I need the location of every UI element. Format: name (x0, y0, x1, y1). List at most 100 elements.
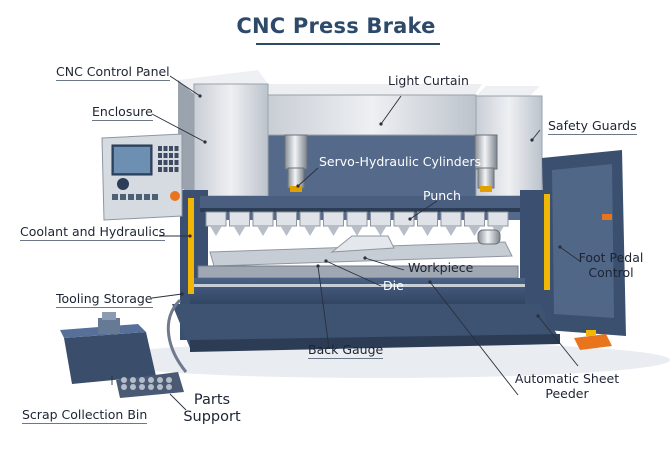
keypad-key (158, 153, 162, 158)
punch-tip (327, 226, 340, 236)
label-parts-support-line1: Parts (193, 392, 231, 408)
punch-segment (346, 211, 368, 227)
label-parts-support: Parts Support (180, 392, 244, 426)
label-light-curtain: Light Curtain (388, 73, 469, 88)
machine-base-shadow (190, 334, 560, 352)
keypad-key (120, 194, 126, 200)
punch-segment (276, 211, 297, 227)
keypad-key (144, 194, 150, 200)
punch-tip (374, 226, 387, 236)
label-automatic-sheet-feeder: Automatic Sheet Peeder (508, 371, 626, 401)
lower-bed (190, 278, 525, 304)
label-foot-pedal-control: Foot Pedal Control (576, 250, 646, 280)
tray-part (130, 384, 136, 390)
keypad-key (174, 167, 179, 172)
label-die: Die (383, 278, 404, 293)
scrap-collection-bin (60, 312, 156, 384)
label-foot-pedal-line2: Control (588, 265, 634, 280)
safety-guard-top (476, 86, 540, 96)
label-workpiece: Workpiece (408, 260, 474, 275)
keypad-key (136, 194, 142, 200)
label-foot-pedal-line1: Foot Pedal (578, 250, 644, 265)
punch-segment (464, 211, 485, 227)
punch-tip (233, 226, 246, 236)
label-enclosure: Enclosure (92, 104, 153, 121)
label-automatic-sheet-line2: Peeder (545, 386, 589, 401)
lower-bed-trim (190, 284, 525, 287)
punch-tip (445, 226, 457, 236)
keypad-key (174, 146, 179, 151)
keypad-key (169, 160, 173, 165)
punch-segment (252, 211, 274, 227)
tooling-storage-cable (166, 298, 188, 373)
tray-part (148, 377, 154, 383)
left-safety-upright (188, 198, 194, 294)
keypad-key (169, 167, 173, 172)
light-curtain-beam (268, 84, 482, 96)
label-punch: Punch (423, 188, 461, 203)
punch-tip (351, 226, 363, 236)
keypad-key (163, 160, 168, 165)
tray-part (148, 384, 154, 390)
keypad-key (174, 160, 179, 165)
punch-tip (468, 226, 481, 236)
leader-dots (180, 94, 562, 318)
tray-part (139, 384, 145, 390)
keypad-key (163, 167, 168, 172)
punch-segment (417, 211, 438, 227)
cnc-control-panel (101, 133, 183, 221)
punch-segment (323, 211, 344, 227)
keypad-key (158, 146, 162, 151)
label-tooling-storage: Tooling Storage (56, 291, 153, 308)
tray-part (157, 377, 163, 383)
punch-segment (299, 211, 321, 227)
right-door-panel (552, 164, 614, 318)
light-curtain-beam-front (267, 94, 477, 136)
right-safety-upright (544, 194, 550, 290)
punch-tip (280, 226, 293, 236)
keypad-key (152, 194, 158, 200)
keypad-key (163, 153, 168, 158)
label-parts-support-line2: Support (183, 409, 241, 425)
servo-hydraulic-cylinders (284, 134, 498, 192)
punch-tip (210, 226, 222, 236)
bent-part (330, 235, 395, 253)
keypad-key (158, 160, 162, 165)
workpiece (209, 241, 513, 267)
tray-part (121, 384, 127, 390)
door-handle (602, 214, 612, 220)
upper-ram (200, 196, 520, 210)
punch-tip (257, 226, 269, 236)
punch-segment (487, 211, 509, 227)
parts-support-tray (116, 372, 184, 398)
round-tool (477, 229, 501, 245)
keypad-key (158, 167, 162, 172)
leader-lines (111, 75, 582, 411)
punch-segment (440, 211, 462, 227)
tray-part (121, 377, 127, 383)
keypad-key (112, 194, 118, 200)
label-coolant-and-hydraulics: Coolant and Hydraulics (20, 224, 166, 241)
label-safety-guards: Safety Guards (548, 118, 637, 135)
keypad-key (169, 146, 173, 151)
foot-pedal (574, 330, 612, 350)
tray-part (166, 377, 172, 383)
label-cnc-control-panel: CNC Control Panel (56, 64, 170, 81)
label-servo-hydraulic-cylinders: Servo-Hydraulic Cylinders (319, 154, 482, 169)
label-automatic-sheet-line1: Automatic Sheet (514, 371, 620, 386)
tray-part (139, 377, 145, 383)
tray-part (130, 377, 136, 383)
keypad-key (169, 153, 173, 158)
tray-part (157, 384, 163, 390)
punch-segment (205, 211, 227, 227)
title-underline (256, 43, 440, 45)
punch-segment (370, 211, 391, 227)
punch-tip (398, 226, 410, 236)
keypad-key (163, 146, 168, 151)
keypad-key (174, 153, 179, 158)
label-back-gauge: Back Gauge (308, 342, 384, 359)
punch-tip (304, 226, 316, 236)
enclosure-left-front (193, 83, 269, 197)
